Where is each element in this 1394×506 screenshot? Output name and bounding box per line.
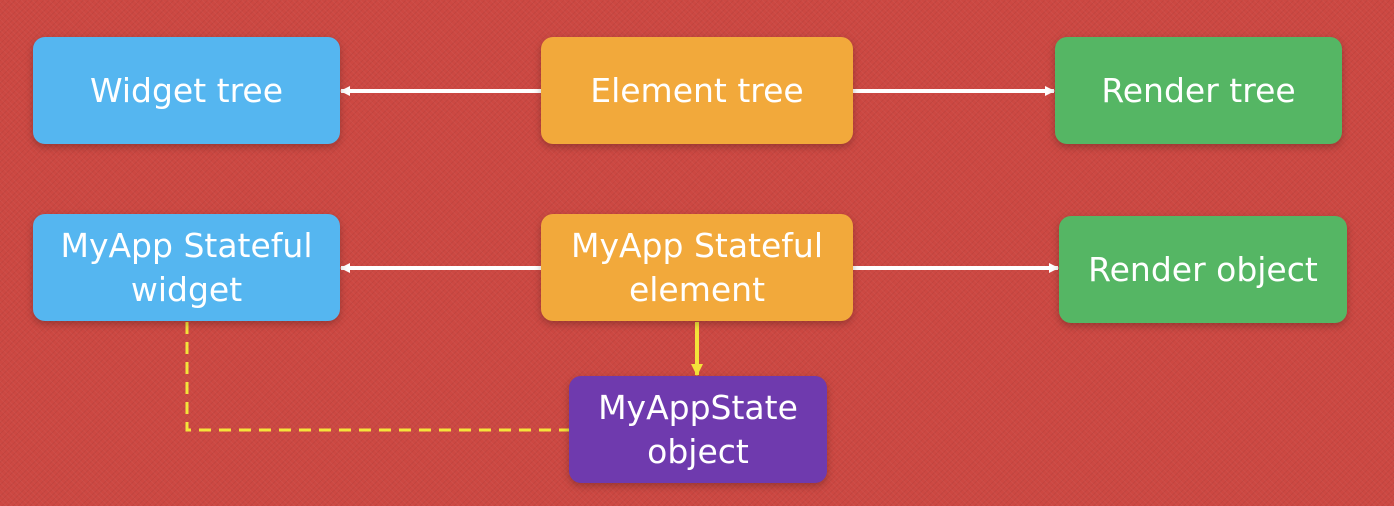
state-object-node: MyAppState object [569, 376, 827, 483]
stateful-widget-label: MyApp Stateful widget [60, 225, 313, 309]
render-object-label: Render object [1088, 249, 1318, 289]
render-tree-node: Render tree [1055, 37, 1342, 144]
stateful-widget-node: MyApp Stateful widget [33, 214, 340, 321]
render-object-node: Render object [1059, 216, 1347, 323]
stateful-element-label: MyApp Stateful element [570, 225, 823, 309]
widget-tree-node: Widget tree [33, 37, 340, 144]
state-object-label: MyAppState object [598, 387, 798, 471]
widget-tree-label: Widget tree [89, 70, 284, 110]
element-tree-label: Element tree [590, 70, 804, 110]
dashed-link-widget-to-state [185, 322, 569, 432]
stateful-element-node: MyApp Stateful element [541, 214, 853, 321]
element-tree-node: Element tree [541, 37, 853, 144]
render-tree-label: Render tree [1101, 70, 1296, 110]
